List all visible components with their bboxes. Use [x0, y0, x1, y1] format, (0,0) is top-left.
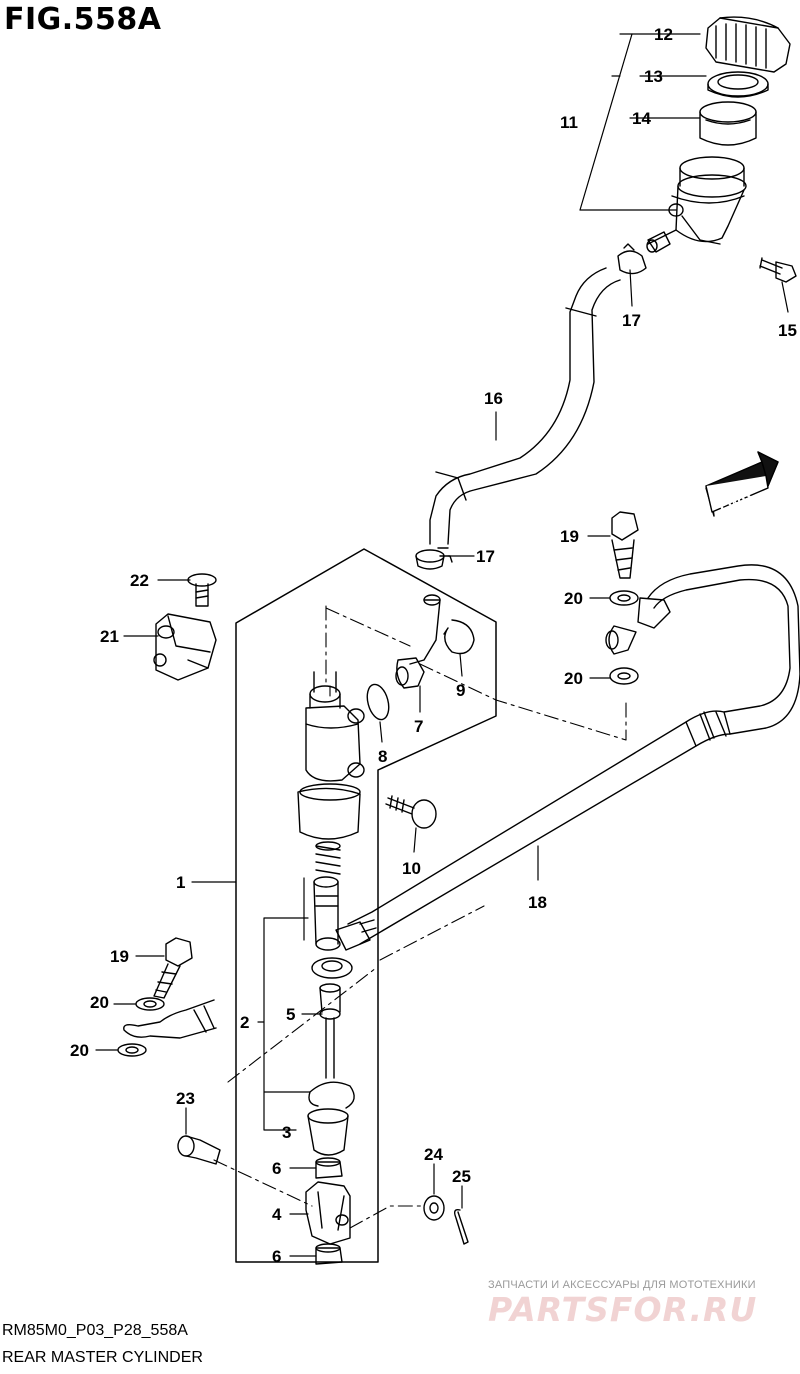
cotter-pin [453, 1208, 469, 1245]
watermark-caption: ЗАПЧАСТИ И АКСЕССУАРЫ ДЛЯ МОТОТЕХНИКИ [488, 1279, 756, 1291]
callout-17-upper: 17 [622, 311, 641, 330]
diaphragm-plate [707, 71, 769, 98]
callout-20-d: 20 [70, 1041, 89, 1060]
callout-7: 7 [414, 717, 423, 736]
callout-14: 14 [632, 109, 651, 128]
callout-18: 18 [528, 893, 547, 912]
washer [609, 667, 639, 685]
reservoir-bolt [759, 257, 797, 283]
callout-19-upper: 19 [560, 527, 579, 546]
callout-25: 25 [452, 1167, 471, 1186]
watermark-logo: PARTSFOR.RU [488, 1290, 758, 1329]
brake-hose [123, 564, 800, 1039]
callout-20-b: 20 [564, 669, 583, 688]
callout-10: 10 [402, 859, 421, 878]
master-cylinder-body [297, 671, 365, 840]
diaphragm [699, 101, 757, 146]
reservoir-hose-clamp [617, 243, 647, 275]
piston [313, 876, 341, 951]
circlip [443, 619, 475, 655]
mounting-bolt [385, 795, 437, 829]
o-ring [366, 683, 390, 721]
callout-8: 8 [378, 747, 387, 766]
callout-20-a: 20 [564, 589, 583, 608]
callout-6-lower: 6 [272, 1247, 281, 1266]
snap-ring [308, 1081, 355, 1109]
rod-guide [153, 613, 217, 681]
callout-16: 16 [484, 389, 503, 408]
callout-13: 13 [644, 67, 663, 86]
callout-1: 1 [176, 873, 185, 892]
clevis-pin [177, 1135, 221, 1165]
callout-19-lower: 19 [110, 947, 129, 966]
cup-seal [311, 957, 353, 979]
pin-washer [423, 1195, 445, 1221]
callout-9: 9 [456, 681, 465, 700]
callout-11: 11 [560, 113, 578, 132]
callout-3: 3 [282, 1123, 291, 1142]
callout-2: 2 [240, 1013, 249, 1032]
callout-5: 5 [286, 1005, 295, 1024]
boot [307, 1108, 349, 1156]
callout-6-upper: 6 [272, 1159, 281, 1178]
locknut-lower [315, 1243, 343, 1265]
callout-17-lower: 17 [476, 547, 495, 566]
banjo-bolt-upper [611, 511, 639, 579]
reservoir-body [647, 156, 747, 245]
figure-code: RM85M0_P03_P28_558A [2, 1322, 188, 1339]
reservoir-hose [429, 267, 607, 545]
banjo-bolt-lower [153, 937, 193, 999]
callout-4: 4 [272, 1205, 282, 1224]
callout-15: 15 [778, 321, 797, 340]
spring [315, 841, 341, 875]
figure-name: REAR MASTER CYLINDER [2, 1349, 203, 1366]
locknut-upper [315, 1157, 343, 1179]
washer [135, 997, 165, 1011]
fwd-arrow-icon [705, 451, 779, 517]
assembly-outline [235, 548, 497, 1263]
washer [117, 1043, 147, 1057]
callout-20-c: 20 [90, 993, 109, 1012]
clevis [305, 1181, 351, 1245]
figure-title: FIG.558A [4, 2, 162, 37]
callout-22: 22 [130, 571, 149, 590]
inlet-fitting [395, 594, 441, 689]
callout-12: 12 [654, 25, 673, 44]
callout-21: 21 [100, 627, 119, 646]
washer [609, 590, 639, 606]
lower-hose-clamp [415, 549, 453, 570]
callout-24: 24 [424, 1145, 443, 1164]
reservoir-outlet-nipple [646, 231, 671, 253]
reservoir-cap [705, 16, 791, 73]
rod-guide-bolt [187, 573, 217, 607]
callout-23: 23 [176, 1089, 195, 1108]
